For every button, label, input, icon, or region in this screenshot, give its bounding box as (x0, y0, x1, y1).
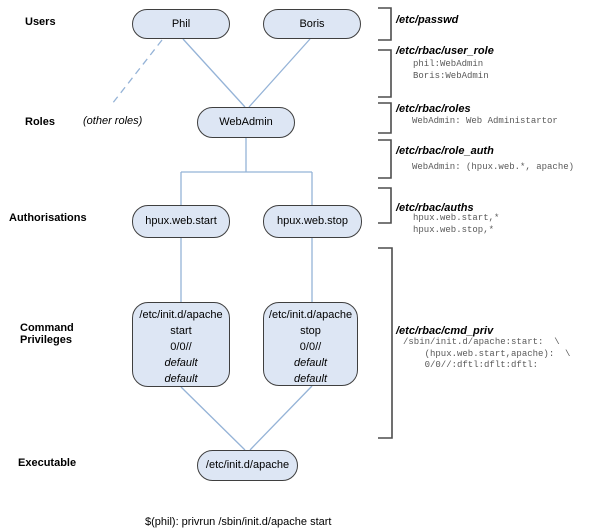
node-cmd-priv-start: /etc/init.d/apache start 0/0// default d… (132, 302, 230, 387)
cmd-stop-line-default1: default (293, 357, 328, 369)
bracket-cmd-priv (378, 247, 393, 439)
cmd-priv-entry-command: /sbin/init.d/apache:start: \ (403, 337, 560, 347)
file-label-roles: /etc/rbac/roles (396, 103, 471, 115)
cmd-stop-line-arg: stop (300, 325, 321, 337)
node-auth-hpux-web-start: hpux.web.start (132, 205, 230, 238)
edge-boris-webadmin (248, 38, 311, 108)
shell-command-caption: $(phil): privrun /sbin/init.d/apache sta… (145, 516, 332, 528)
cmd-start-line-default1: default (164, 357, 198, 369)
row-label-command-privileges: Command Privileges (20, 322, 74, 346)
cmd-stop-line-path: /etc/init.d/apache (268, 309, 353, 321)
node-webadmin: WebAdmin (197, 107, 295, 138)
cmd-start-line-uidgid: 0/0// (170, 341, 192, 353)
file-label-auths: /etc/rbac/auths (396, 202, 474, 214)
cmd-stop-line-default2: default (293, 373, 328, 385)
cmd-start-line-path: /etc/init.d/apache (139, 309, 223, 321)
auths-entry-start: hpux.web.start,* (413, 213, 500, 223)
bracket-user-role (378, 49, 392, 98)
node-phil: Phil (132, 9, 230, 39)
cmd-start-line-default2: default (164, 373, 198, 385)
file-label-user-role: /etc/rbac/user_role (396, 45, 494, 57)
row-label-executable: Executable (18, 457, 77, 469)
file-label-passwd: /etc/passwd (396, 14, 459, 26)
file-label-role-auth: /etc/rbac/role_auth (396, 145, 494, 157)
auths-entry-stop: hpux.web.stop,* (413, 224, 495, 235)
row-label-other-roles: (other roles) (83, 115, 143, 127)
row-label-authorisations: Authorisations (9, 212, 87, 224)
cmd-stop-line-uidgid: 0/0// (299, 341, 322, 353)
row-label-users: Users (25, 16, 56, 28)
file-entries-role-auth: WebAdmin: (hpux.web.*, apache) (412, 162, 574, 174)
cmd-priv-entry-auth: (hpux.web.start,apache): \ (403, 348, 571, 359)
node-boris: Boris (263, 9, 361, 39)
file-entries-roles: WebAdmin: Web Administartor (412, 116, 558, 128)
row-label-privileges: Privileges (20, 334, 72, 346)
cmd-start-line-arg: start (170, 325, 192, 337)
user-role-entry-boris: Boris:WebAdmin (413, 70, 489, 81)
user-role-entry-phil: phil:WebAdmin (413, 59, 484, 69)
bracket-role-auth (378, 139, 392, 179)
edge-phil-other-roles-dashed (111, 39, 163, 105)
file-entries-cmd-priv: /sbin/init.d/apache:start: \ (hpux.web.s… (403, 337, 570, 372)
bracket-auths (378, 187, 392, 224)
file-entries-auths: hpux.web.start,*hpux.web.stop,* (413, 213, 499, 236)
bracket-roles (378, 102, 392, 134)
edge-cmd-start-to-exec (180, 386, 246, 451)
cmd-priv-entry-flags: 0/0//:dftl:dflt:dftl: (403, 360, 539, 370)
file-label-cmd-priv: /etc/rbac/cmd_priv (396, 325, 494, 337)
roles-entry-webadmin: WebAdmin: Web Administartor (412, 116, 558, 126)
bracket-passwd (378, 7, 392, 41)
role-auth-entry-webadmin: WebAdmin: (hpux.web.*, apache) (412, 162, 575, 172)
node-cmd-priv-stop: /etc/init.d/apache stop 0/0// default de… (263, 302, 358, 386)
node-executable-apache: /etc/init.d/apache (197, 450, 298, 481)
edge-phil-webadmin (182, 38, 246, 108)
row-label-roles: Roles (25, 116, 55, 128)
row-label-command: Command (20, 322, 74, 334)
edge-cmd-stop-to-exec (249, 385, 313, 451)
node-auth-hpux-web-stop: hpux.web.stop (263, 205, 362, 238)
